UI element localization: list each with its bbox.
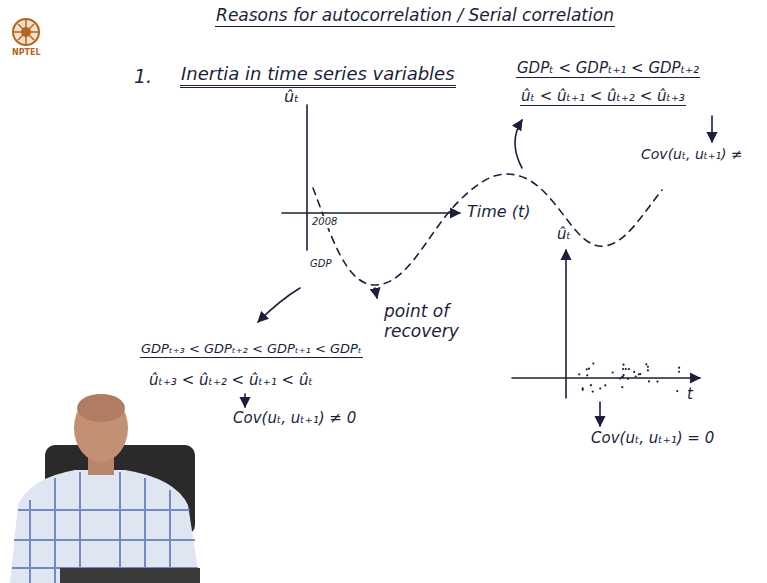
leader-arrow — [375, 288, 377, 298]
residual-dot — [628, 368, 630, 370]
handwritten-label: point of recovery — [383, 302, 480, 341]
residual-dot — [621, 386, 623, 388]
residual-dot — [622, 368, 624, 370]
residual-dot — [648, 380, 650, 382]
handwritten-label: Inertia in time series variables — [180, 64, 456, 88]
nptel-logo — [13, 19, 39, 45]
leader-arrow — [711, 116, 713, 142]
handwritten-label: ûₜ₊₃ < ûₜ₊₂ < ûₜ₊₁ < ûₜ — [148, 372, 314, 389]
residual-dot — [586, 374, 588, 376]
residual-dot — [622, 364, 624, 366]
residual-dot — [647, 366, 649, 368]
handwritten-label: ûₜ — [283, 88, 300, 106]
residual-dot — [582, 389, 584, 391]
residual-dot — [678, 371, 680, 373]
residual-dot — [586, 368, 588, 370]
residual-dot — [647, 369, 649, 371]
residual-dot — [625, 368, 627, 370]
residual-dot — [588, 368, 590, 370]
residual-dot — [622, 376, 624, 378]
residual-dot — [599, 387, 601, 389]
leader-arrow — [515, 120, 522, 168]
residual-dot — [635, 376, 637, 378]
residual-dot — [627, 378, 629, 380]
residual-dot — [604, 384, 606, 386]
residual-dot — [578, 373, 580, 375]
handwritten-label: Cov(uₜ, uₜ₊₁) ≠ 0 — [232, 410, 357, 427]
handwritten-label: Cov(uₜ, uₜ₊₁) ≠ — [640, 146, 744, 162]
residual-dot — [612, 371, 614, 373]
handwritten-label: t — [686, 386, 694, 403]
handwritten-label: GDPₜ < GDPₜ₊₁ < GDPₜ₊₂ — [516, 60, 700, 78]
residual-dot — [622, 374, 624, 376]
residual-dot — [639, 373, 641, 375]
residual-dot — [656, 380, 658, 382]
scatter-dots — [578, 362, 680, 392]
residual-dot — [592, 390, 594, 392]
lecturer-figure — [10, 394, 200, 583]
residual-dot — [592, 362, 594, 364]
handwritten-label: GDPₜ₊₃ < GDPₜ₊₂ < GDPₜ₊₁ < GDPₜ — [140, 342, 363, 358]
y-axis — [565, 250, 567, 398]
leader-arrow — [258, 288, 300, 322]
residual-dot — [621, 376, 623, 378]
residual-curve — [313, 174, 662, 285]
time-axis — [282, 212, 460, 214]
residual-dot — [676, 390, 678, 392]
handwritten-label: Time (t) — [466, 203, 532, 221]
handwritten-label: ûₜ — [556, 226, 572, 243]
residual-dot — [633, 371, 635, 373]
handwritten-label: GDP — [309, 258, 332, 270]
handwritten-label: 2008 — [311, 216, 338, 228]
y-axis — [306, 105, 308, 250]
time-axis — [512, 377, 700, 379]
residual-dot — [619, 377, 621, 379]
slide-title: Reasons for autocorrelation / Serial cor… — [215, 6, 615, 27]
handwritten-label: NPTEL — [11, 48, 42, 57]
handwritten-label: 1. — [133, 66, 153, 88]
leader-arrow — [599, 402, 601, 426]
handwritten-label: ûₜ < ûₜ₊₁ < ûₜ₊₂ < ûₜ₊₃ — [520, 88, 686, 106]
residual-dot — [590, 384, 592, 386]
leader-arrow — [244, 394, 246, 407]
handwritten-label: Cov(uₜ, uₜ₊₁) = 0 — [590, 430, 715, 447]
residual-dot — [645, 363, 647, 365]
residual-dot — [678, 367, 680, 369]
